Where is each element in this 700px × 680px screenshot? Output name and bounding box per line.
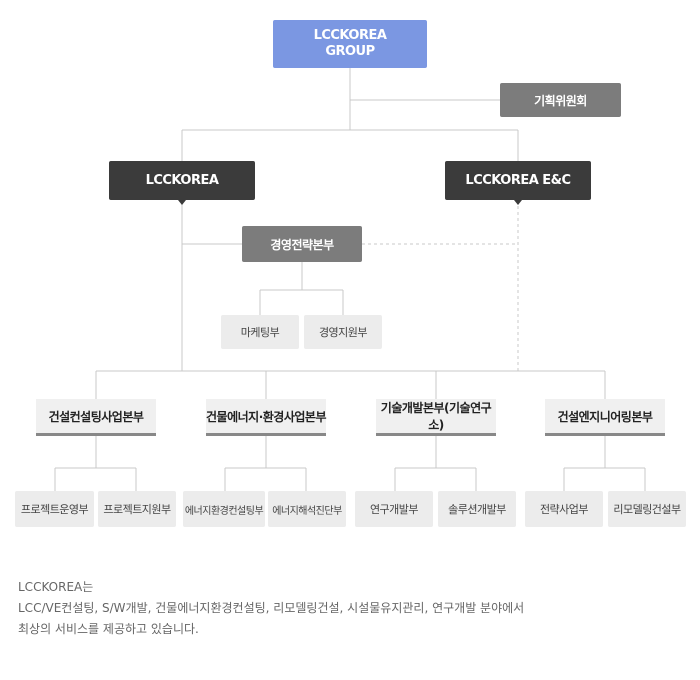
dept-energy-analysis: 에너지해석진단부 [268, 491, 346, 527]
dept-strategic-business: 전략사업부 [525, 491, 603, 527]
dept-project-support: 프로젝트지원부 [98, 491, 176, 527]
division-tech-development: 기술개발본부(기술연구소) [376, 399, 496, 436]
description-line1: LCCKOREA는 [18, 580, 94, 594]
company-lcckorea: LCCKOREA [109, 161, 255, 200]
arrow-lcckorea-ec [514, 200, 522, 205]
dept-project-operation: 프로젝트운영부 [15, 491, 94, 527]
dept-management-support: 경영지원부 [304, 315, 382, 349]
dept-remodeling-construction: 리모델링건설부 [608, 491, 686, 527]
company-lcckorea-ec: LCCKOREA E&C [445, 161, 591, 200]
strategy-box: 경영전략본부 [242, 226, 362, 262]
company-description: LCCKOREA는 LCC/VE컨설팅, S/W개발, 건물에너지환경컨설팅, … [18, 577, 658, 640]
group-title-line1: LCCKOREA [313, 28, 387, 43]
dept-energy-env-consulting: 에너지환경컨설팅부 [183, 491, 265, 527]
division-construction-engineering: 건설엔지니어링본부 [545, 399, 665, 436]
division-construction-consulting: 건설컨설팅사업본부 [36, 399, 156, 436]
description-line2: LCC/VE컨설팅, S/W개발, 건물에너지환경컨설팅, 리모델링건설, 시설… [18, 601, 525, 615]
division-building-energy: 건물에너지·환경사업본부 [206, 399, 327, 436]
group-box: LCCKOREA GROUP [273, 20, 427, 68]
committee-box: 기획위원회 [500, 83, 621, 117]
arrow-lcckorea [178, 200, 186, 205]
group-title-line2: GROUP [325, 44, 375, 59]
description-line3: 최상의 서비스를 제공하고 있습니다. [18, 622, 199, 636]
dept-marketing: 마케팅부 [221, 315, 299, 349]
dept-research-development: 연구개발부 [355, 491, 433, 527]
dept-solution-development: 솔루션개발부 [438, 491, 516, 527]
